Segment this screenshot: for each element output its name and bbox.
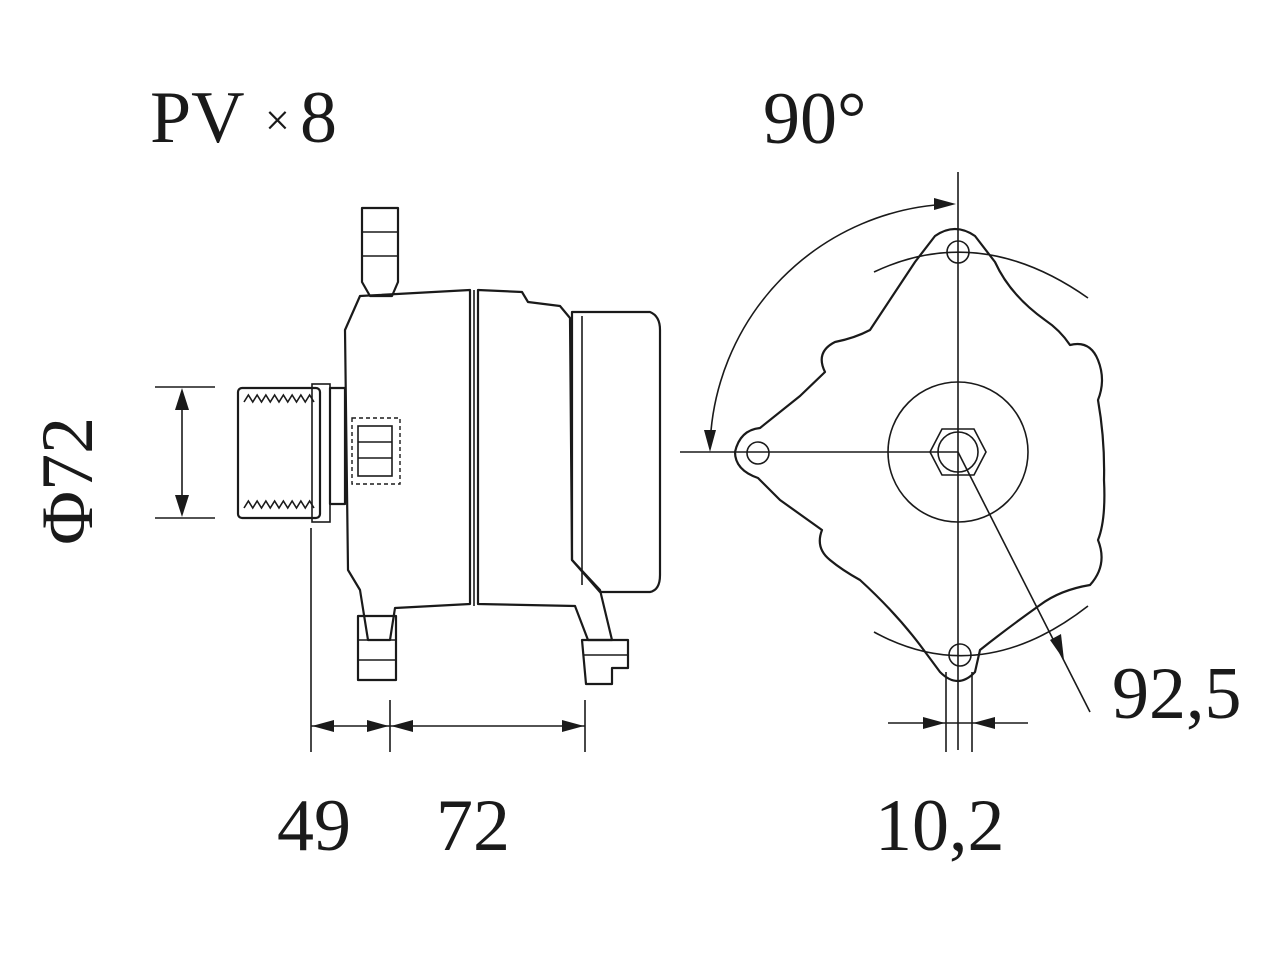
alternator-side-view: Φ72 49 72 (27, 206, 662, 867)
mount-hole-left (746, 441, 770, 465)
mount-hole-bottom (948, 643, 972, 667)
pulley-ribs-top (243, 393, 315, 404)
length-dimensions (310, 528, 586, 752)
bore-width-dimension (888, 672, 1028, 752)
pulley-diameter-dimension (155, 386, 215, 519)
shaft-flange (328, 386, 347, 506)
belt-ribs-label: 8 (300, 77, 337, 159)
belt-multiplier-label: × (265, 96, 290, 145)
pulley-offset-label: 49 (277, 785, 351, 867)
pulley-diameter-label: Φ72 (27, 417, 109, 545)
end-cover (570, 310, 662, 594)
mount-spacing-label: 72 (436, 785, 510, 867)
outer-arc-bottom (873, 605, 1089, 657)
bore-width-label: 10,2 (875, 785, 1005, 867)
pulley-ribs-bottom (243, 499, 315, 510)
angle-arc (709, 203, 951, 449)
front-body-outline (733, 227, 1106, 683)
pulley (236, 383, 331, 523)
bottom-mount-lug-rear (580, 638, 630, 686)
top-terminal (360, 206, 400, 298)
belt-type-label: PV (150, 77, 245, 159)
radius-label: 92,5 (1112, 653, 1242, 735)
rear-housing (476, 288, 614, 642)
outer-arc-top (873, 251, 1089, 299)
angle-label: 90° (763, 78, 867, 160)
alternator-front-view: 10,2 92,5 (680, 172, 1242, 867)
bottom-mount-lug-front (356, 614, 398, 682)
radius-line (957, 451, 1091, 713)
front-housing (343, 288, 472, 642)
connector-outline (351, 417, 401, 485)
